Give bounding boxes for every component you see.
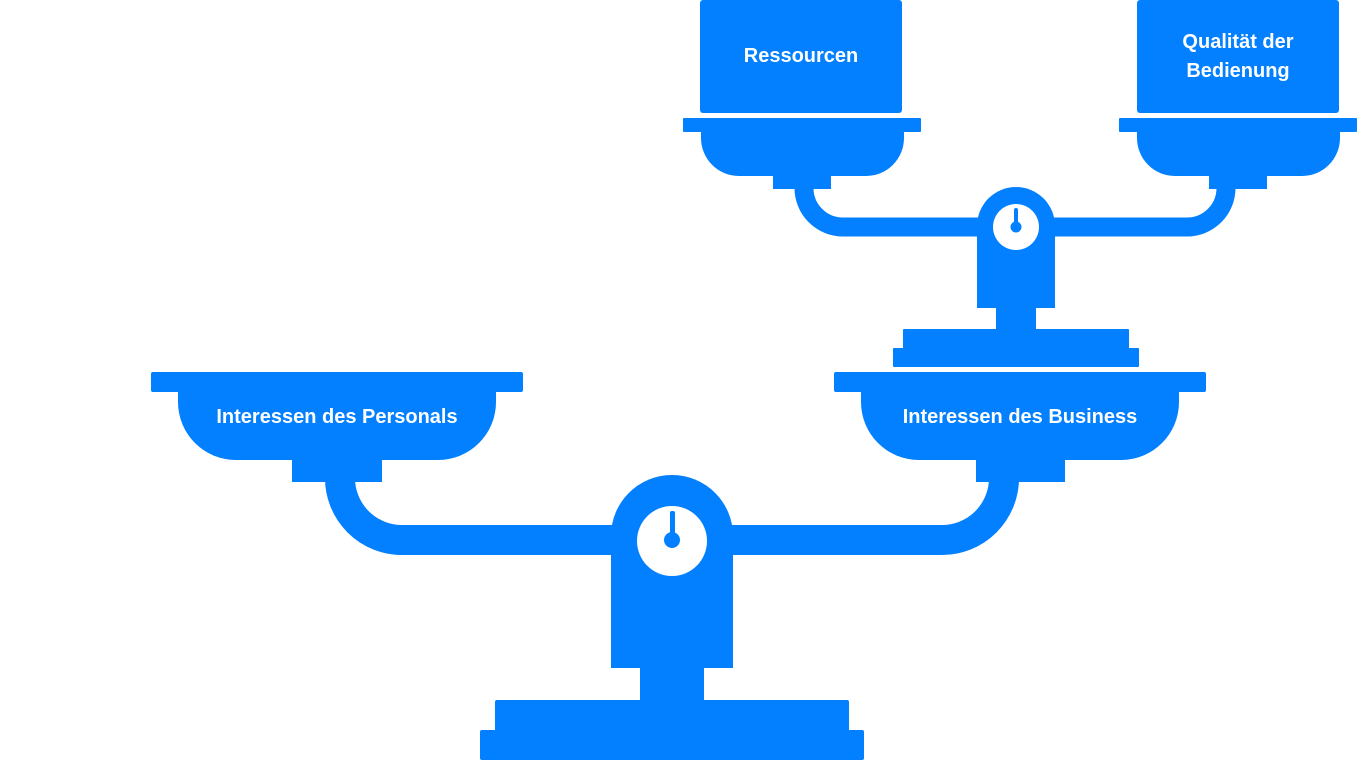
left-pan (178, 390, 496, 460)
large-scale-needle (670, 511, 675, 539)
right-pan-rim (834, 372, 1206, 392)
large-scale-needle-pivot (664, 532, 680, 548)
left-pan-rim (151, 372, 523, 392)
large-scale-base-top (495, 700, 849, 732)
small-scale-base-bottom (893, 348, 1139, 367)
large-scale-neck (640, 664, 704, 704)
large-scale-base-bottom (480, 730, 864, 760)
small-right-pan-rim (1119, 118, 1357, 132)
ressourcen-box (700, 0, 902, 113)
ressourcen-label: Ressourcen (743, 45, 859, 67)
qualitaet-box (1137, 0, 1339, 113)
small-left-pan-rim (683, 118, 921, 132)
left-pan-label: Interessen des Personals (216, 405, 458, 428)
small-scale-needle-pivot (1010, 221, 1022, 233)
qualitaet-label: Qualität der Bedienung (1182, 30, 1294, 82)
small-right-pan (1137, 130, 1340, 176)
right-pan-label: Interessen des Business (902, 405, 1138, 428)
right-pan (861, 390, 1179, 460)
small-left-pan (701, 130, 904, 176)
small-scale-base-top (903, 329, 1129, 351)
